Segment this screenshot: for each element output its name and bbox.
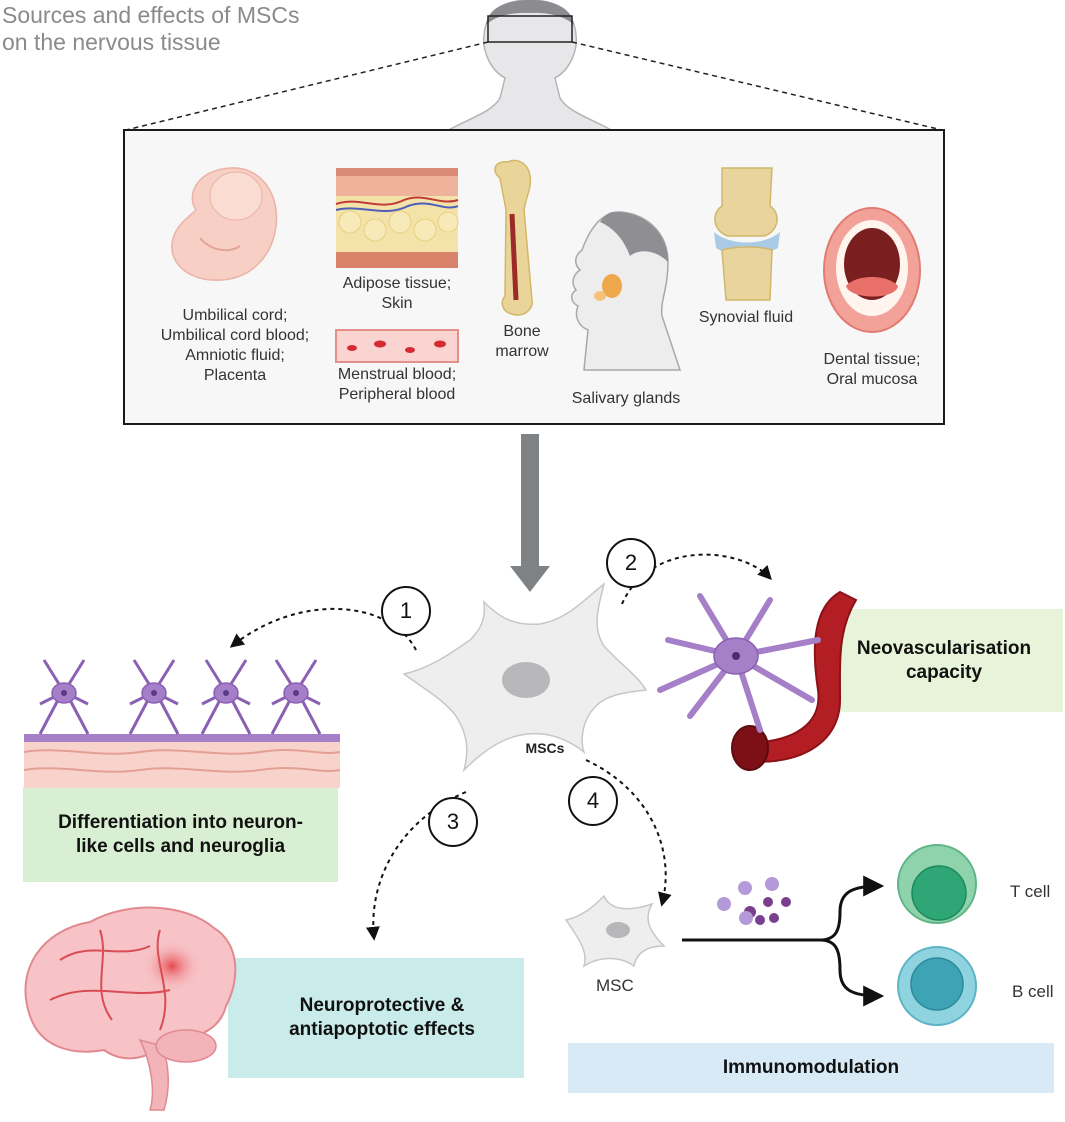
neovascularisation-label: Neovascularisation capacity	[825, 609, 1063, 712]
step-circle-2	[606, 538, 656, 588]
b-cell-label: B cell	[1012, 982, 1054, 1001]
cytokine-particles	[717, 877, 791, 925]
differentiation-label: Differentiation into neuron- like cells …	[23, 787, 338, 882]
label-adipose-sources: Adipose tissue; Skin	[330, 274, 464, 314]
arrow-to-immunomodulation	[585, 759, 672, 907]
neovascularisation-line-1: Neovascularisation	[856, 637, 1032, 659]
t-cell-label: T cell	[1010, 882, 1051, 901]
label-blood-sources: Menstrual blood; Peripheral blood	[322, 365, 472, 405]
zoom-line-right	[571, 41, 943, 131]
neuroprotective-label: Neuroprotective & antiapoptotic effects	[228, 958, 524, 1078]
source-to-msc-arrow	[510, 434, 550, 592]
t-cell-illustration	[897, 844, 977, 924]
arrow-to-t-cell	[682, 875, 885, 942]
embryo-illustration	[171, 167, 278, 281]
knee-joint-illustration	[714, 167, 780, 301]
immunomodulation-label: Immunomodulation	[722, 1057, 900, 1078]
neuroprotective-box	[228, 958, 524, 1078]
skin-adipose-illustration	[335, 168, 459, 268]
differentiation-line-2: like cells and neuroglia	[75, 835, 286, 857]
msc-center-label: MSCs	[525, 740, 565, 756]
step-circle-1	[381, 586, 431, 636]
sources-panel	[123, 129, 945, 425]
arrow-to-differentiation	[229, 608, 417, 651]
immunomodulation-box	[568, 1043, 1054, 1093]
label-dental-line-2: Oral mucosa	[826, 371, 918, 388]
salivary-head-illustration	[571, 211, 682, 371]
label-umbilical-line-4: Placenta	[203, 367, 267, 384]
label-umbilical-sources: Umbilical cord; Umbilical cord blood; Am…	[140, 306, 330, 386]
label-adipose-line-2: Skin	[381, 295, 413, 312]
label-umbilical-line-2: Umbilical cord blood;	[160, 327, 310, 344]
label-blood-line-2: Peripheral blood	[338, 386, 456, 403]
label-dental-sources: Dental tissue; Oral mucosa	[810, 350, 934, 390]
label-synovial-fluid: Synovial fluid	[698, 309, 794, 326]
arrow-to-b-cell	[819, 938, 885, 1007]
title-line-1: Sources and effects of MSCs	[2, 2, 300, 28]
label-bone-line-1: Bone	[503, 323, 541, 340]
neuroprotective-line-1: Neuroprotective &	[299, 995, 465, 1016]
label-umbilical-line-1: Umbilical cord;	[182, 307, 288, 324]
step-circle-3	[428, 797, 478, 847]
open-mouth-illustration	[823, 207, 921, 333]
blood-vessel-illustration	[335, 329, 459, 363]
astrocyte-vessel-illustration	[657, 590, 858, 771]
neuron-row-illustration	[23, 659, 341, 788]
differentiation-line-1: Differentiation into neuron-	[58, 811, 303, 833]
small-msc-cell	[564, 894, 666, 968]
label-dental-line-1: Dental tissue;	[823, 351, 921, 368]
step-number-4: 4	[586, 788, 600, 813]
title-line-2: on the nervous tissue	[2, 29, 221, 55]
label-adipose-line-1: Adipose tissue;	[342, 275, 452, 292]
small-msc-label: MSC	[596, 976, 634, 995]
neuroprotective-line-2: antiapoptotic effects	[289, 1019, 475, 1040]
step-circle-4	[568, 776, 618, 826]
label-bone-marrow: Bone marrow	[480, 322, 564, 362]
neovascularisation-line-2: capacity	[905, 661, 983, 683]
step-number-1: 1	[399, 598, 413, 623]
label-umbilical-line-3: Amniotic fluid;	[185, 347, 285, 364]
zoom-line-left	[125, 41, 489, 131]
b-cell-illustration	[897, 946, 977, 1026]
zoom-rectangle	[487, 15, 573, 43]
brain-illustration	[24, 906, 237, 1111]
msc-central-cell	[402, 582, 648, 773]
step-number-3: 3	[446, 809, 460, 834]
differentiation-box	[23, 787, 338, 882]
label-bone-line-2: marrow	[495, 343, 549, 360]
step-number-2: 2	[624, 550, 638, 575]
label-salivary-glands: Salivary glands	[571, 390, 681, 407]
label-blood-line-1: Menstrual blood;	[337, 366, 457, 383]
bone-illustration	[494, 159, 533, 316]
neovascularisation-box	[825, 609, 1063, 712]
figure-title: Sources and effects of MSCs on the nervo…	[2, 2, 299, 56]
human-head-illustration	[442, 0, 618, 133]
